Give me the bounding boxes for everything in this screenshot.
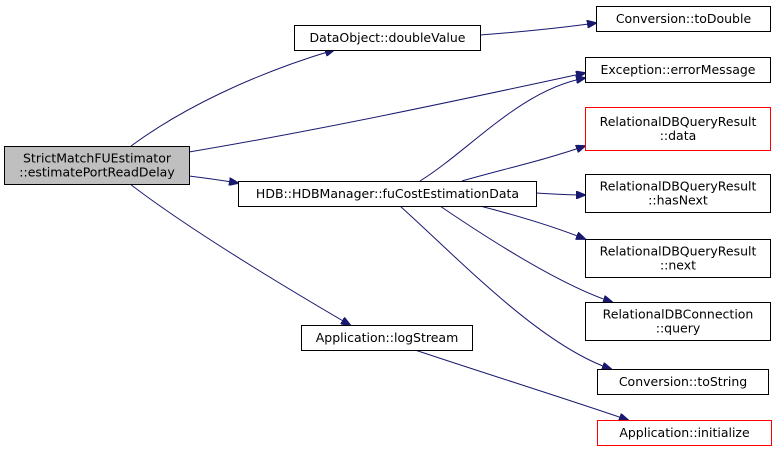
node-root[interactable]: StrictMatchFUEstimator::estimatePortRead…: [4, 146, 190, 185]
node-initialize[interactable]: Application::initialize: [597, 420, 772, 446]
edge-root-to-hdb: [188, 175, 238, 183]
node-doubleValue[interactable]: DataObject::doubleValue: [294, 25, 481, 51]
edge-hdb-to-rdata: [461, 146, 585, 182]
node-box-initialize: [597, 420, 772, 446]
node-label-hdb-line-0: HDB::HDBManager::fuCostEstimationData: [256, 186, 519, 201]
node-label-toDouble-line-0: Conversion::toDouble: [616, 11, 752, 26]
node-hasNext[interactable]: RelationalDBQueryResult::hasNext: [585, 174, 771, 213]
node-label-query-line-0: RelationalDBConnection: [603, 307, 754, 322]
edge-hdb-to-hasNext: [535, 193, 585, 195]
node-label-root-line-0: StrictMatchFUEstimator: [23, 151, 172, 166]
edge-root-to-doubleValue: [130, 50, 334, 147]
node-box-query: [585, 302, 771, 341]
node-label-next-line-1: ::next: [660, 258, 696, 273]
edge-hdb-to-errorMessage: [419, 78, 585, 182]
edge-root-to-errorMessage: [188, 73, 585, 153]
node-label-errorMessage-line-0: Exception::errorMessage: [601, 62, 756, 77]
node-label-next-line-0: RelationalDBQueryResult: [600, 244, 757, 259]
node-box-toString: [597, 369, 769, 395]
node-label-doubleValue-line-0: DataObject::doubleValue: [310, 30, 466, 45]
edge-hdb-to-next: [479, 205, 585, 239]
node-toString[interactable]: Conversion::toString: [597, 369, 769, 395]
node-logStream[interactable]: Application::logStream: [301, 325, 473, 351]
node-label-query-line-1: ::query: [656, 321, 701, 336]
node-box-hdb: [238, 181, 537, 207]
node-query[interactable]: RelationalDBConnection::query: [585, 302, 771, 341]
node-box-toDouble: [596, 6, 771, 32]
edge-doubleValue-to-toDouble: [479, 23, 596, 36]
edge-hdb-to-toString: [399, 205, 611, 369]
node-label-toString-line-0: Conversion::toString: [619, 374, 747, 389]
edge-logStream-to-initialize: [414, 349, 628, 420]
node-next[interactable]: RelationalDBQueryResult::next: [585, 239, 771, 278]
node-hdb[interactable]: HDB::HDBManager::fuCostEstimationData: [238, 181, 537, 207]
node-label-hasNext-line-1: ::hasNext: [648, 193, 708, 208]
node-label-hasNext-line-0: RelationalDBQueryResult: [600, 179, 757, 194]
node-label-initialize-line-0: Application::initialize: [619, 425, 750, 440]
node-box-logStream: [301, 325, 473, 351]
node-box-doubleValue: [294, 25, 481, 51]
node-box-hasNext: [585, 174, 771, 213]
node-box-rdata: [585, 107, 771, 151]
node-label-rdata-line-0: RelationalDBQueryResult: [600, 114, 757, 129]
node-box-next: [585, 239, 771, 278]
node-label-rdata-line-1: ::data: [660, 128, 697, 143]
node-errorMessage[interactable]: Exception::errorMessage: [585, 57, 771, 83]
edge-root-to-logStream: [129, 183, 350, 325]
edge-hdb-to-query: [439, 205, 612, 302]
node-toDouble[interactable]: Conversion::toDouble: [596, 6, 771, 32]
node-box-root: [4, 146, 190, 185]
node-label-root-line-1: ::estimatePortReadDelay: [19, 165, 175, 180]
node-rdata[interactable]: RelationalDBQueryResult::data: [585, 107, 771, 151]
node-box-errorMessage: [585, 57, 771, 83]
node-label-logStream-line-0: Application::logStream: [316, 330, 459, 345]
